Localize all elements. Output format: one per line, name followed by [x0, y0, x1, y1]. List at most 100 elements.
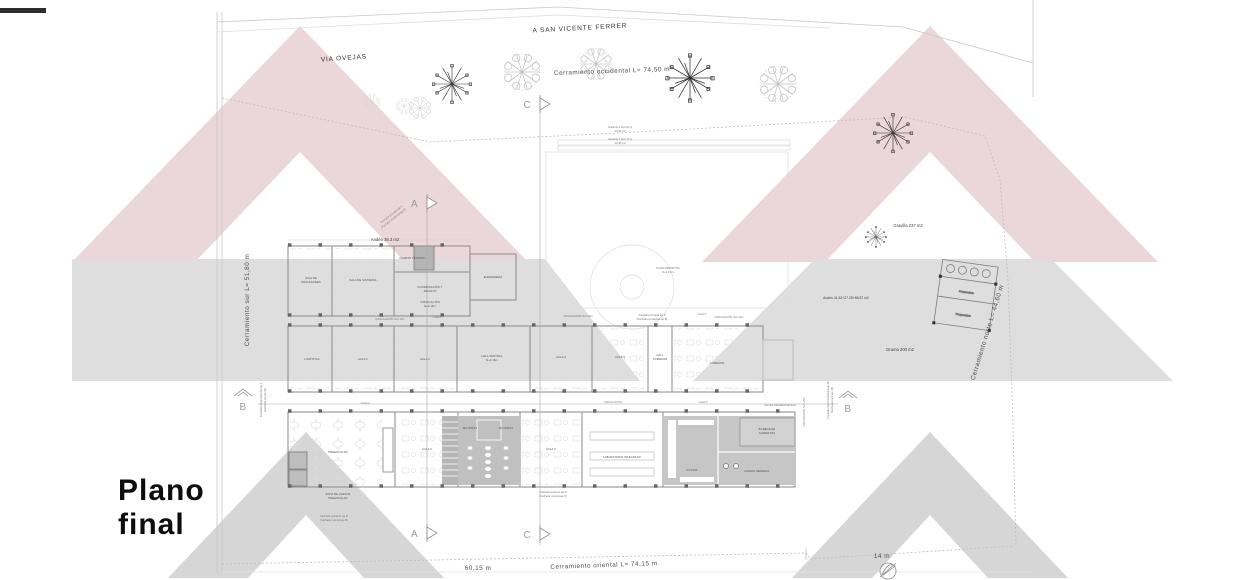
- room-bodega: ALIMENTOS: [759, 431, 775, 435]
- anno-canal3: Canal 3: [699, 400, 708, 404]
- dim-14m: 14 m: [874, 553, 890, 560]
- watermark-band-gray-left: [72, 259, 640, 381]
- laboratory-benches: [589, 431, 655, 477]
- anno-graderia2: Gradería 2 N+0,00 m: [608, 125, 632, 129]
- anno-salida-emergencia: SALIDA DE EMERGENCIA: [764, 403, 796, 407]
- anno-graderia2: 23,48 m2: [615, 129, 626, 133]
- anno-circulacion-vertical: CIRCULACIÓN N+0.15m: [801, 397, 806, 426]
- anno-circulacion-plain: CIRCULACIÓN: [604, 399, 622, 404]
- parking-label-2: Parqueadero: [956, 312, 972, 318]
- dim-60m: 60,15 m: [465, 565, 492, 572]
- anno-circulacion: CIRCULACIÓN N+0.15m: [563, 313, 592, 318]
- locker-strip: [382, 427, 394, 473]
- anno-plaza: PLAZA DEPORTIVA: [656, 266, 680, 270]
- building-block-services: [287, 409, 796, 488]
- section-b-left-label: B: [240, 402, 247, 413]
- anno-circulacion: CIRCULACIÓN N+0.15m: [714, 314, 743, 319]
- room-preescolar: PREESCOLAR: [328, 450, 347, 454]
- room-circulacion-1: N+0.15m: [424, 304, 436, 308]
- tree-icon: [408, 96, 432, 120]
- anno-fachada-principal: (Fachada occidental eje B): [637, 317, 668, 321]
- room-aula6: AULA 6: [422, 447, 432, 451]
- watermark-chevron-gray-bottom-left: [168, 432, 444, 578]
- anno-fachada-principal: Fachada principal eje 8: [639, 313, 666, 317]
- section-flag-icon: [426, 523, 438, 543]
- room-hall-central: N+0.15m: [486, 358, 498, 362]
- page-title-line2: final: [118, 508, 185, 541]
- room-aula4: AULA 4: [615, 355, 625, 359]
- bleacher-row-2: [557, 139, 791, 146]
- area-anden-right: Andén 41.62+27.25+68.87 m2: [823, 296, 869, 300]
- watermark-layer: [72, 26, 1173, 578]
- anno-graderia1: 23,48 m2: [615, 141, 626, 145]
- room-labels: SALA DE PROFESORES SALA DE SISTEMAS CUAR…: [301, 255, 775, 500]
- section-a-bottom-label: A: [411, 529, 418, 540]
- anno-canal1: Canal 1: [433, 315, 442, 319]
- section-roof-icon: [233, 388, 253, 397]
- anno-fachada-posterior-b: (Fachada oriental eje B): [320, 518, 348, 522]
- fence-west-label: Cerramiento occidental L= 74,50 m: [554, 66, 670, 77]
- room-hall-comedor: HALL: [656, 353, 663, 357]
- tree-icon-dark: [431, 63, 473, 105]
- room-lavado: LAVADO GENERAL: [744, 469, 770, 473]
- building-block-admin: [287, 239, 517, 317]
- room-sala-profesores: SALA DE: [305, 276, 317, 280]
- section-c-top-label: C: [523, 100, 531, 111]
- tree-icon: [503, 53, 541, 91]
- watermark-chevron-gray-bottom-right: [792, 432, 1068, 578]
- north-compass-icon: [879, 562, 897, 580]
- corner-mark: [0, 8, 46, 13]
- tree-icon: [759, 65, 797, 103]
- watermark-chevron-pink-left: [72, 26, 528, 262]
- room-bodega: BODEGA DE: [759, 427, 776, 431]
- room-comedor: COMEDOR: [710, 361, 725, 365]
- infirmary-annex: [469, 253, 517, 301]
- service-shaft: [413, 245, 435, 271]
- room-aula3: AULA 3: [556, 355, 566, 359]
- anno-graderia1: Gradería 1 N+0,15 m: [608, 137, 632, 141]
- anno-fachada-posterior-b: Fachada posterior eje B: [320, 514, 348, 518]
- tree-icon-dark: [665, 53, 715, 103]
- anno-circulacion: CIRCULACIÓN N+0.15m: [375, 316, 404, 321]
- section-c-bottom-label: C: [523, 530, 531, 541]
- tree-icon: [396, 98, 412, 114]
- room-cocina: COCINA: [687, 468, 698, 472]
- street-label: VIA OVEJAS: [321, 53, 368, 63]
- room-circulacion-1: CIRCULACIÓN: [420, 299, 440, 304]
- parking-block: Parqueadero Parqueadero: [932, 258, 999, 333]
- building-block-classrooms: [287, 323, 794, 393]
- watermark-chevron-pink-right: [702, 26, 1158, 262]
- area-grama: Grama 200 m2: [886, 347, 915, 352]
- section-flag-icon: [539, 94, 551, 114]
- kitchen-block: [663, 416, 796, 485]
- section-b-right-label: B: [845, 404, 852, 415]
- anno-fachada-posterior: Fachada posterior eje 8: [539, 490, 567, 494]
- anno-fachada-izquierda: (Fachada norte eje 16): [830, 387, 834, 413]
- anno-canal2: Canal 2: [361, 401, 370, 405]
- fence-south-label: Cerramiento sur L= 51,80 m: [244, 254, 251, 347]
- room-cuarto-tecnico: CUARTO TÉCNICO: [399, 255, 424, 260]
- anno-plaza: N+0,15 m: [662, 270, 673, 274]
- page-title: Plano final: [118, 474, 205, 542]
- annotation-labels: CIRCULACIÓN N+0.15m Canal 1 CIRCULACIÓN …: [259, 125, 834, 522]
- room-coordinacion: ARCHIVO: [424, 289, 437, 293]
- section-lines: [258, 112, 838, 545]
- room-hall-central: HALL CENTRAL: [481, 354, 502, 358]
- room-laboratorio: LABORATORIO INTEGRADO: [603, 455, 641, 459]
- sports-court: [545, 139, 791, 330]
- fence-east-label: Cerramiento oriental L= 74,15 m: [550, 560, 658, 571]
- anno-canal1: Canal 1: [698, 312, 707, 316]
- site-boundary-lines: [216, 0, 1034, 574]
- anno-fachada-derecha: (Fachada sur eje 16): [263, 388, 267, 412]
- bathrooms-block: [458, 416, 520, 485]
- parking-label-1: Parqueadero: [959, 289, 975, 295]
- room-sala-sistemas: SALA DE SISTEMAS: [349, 278, 376, 282]
- anno-fachada-izquierda: Fachada lateral izquierda eje 16: [826, 381, 830, 418]
- wc-preescolar-1: [288, 451, 308, 470]
- stair-ramp: [442, 416, 458, 485]
- road-label: A SAN VICENTE FERRER: [532, 23, 627, 35]
- room-aula2: AULA 2: [420, 357, 430, 361]
- bleacher-row-1: [557, 145, 791, 151]
